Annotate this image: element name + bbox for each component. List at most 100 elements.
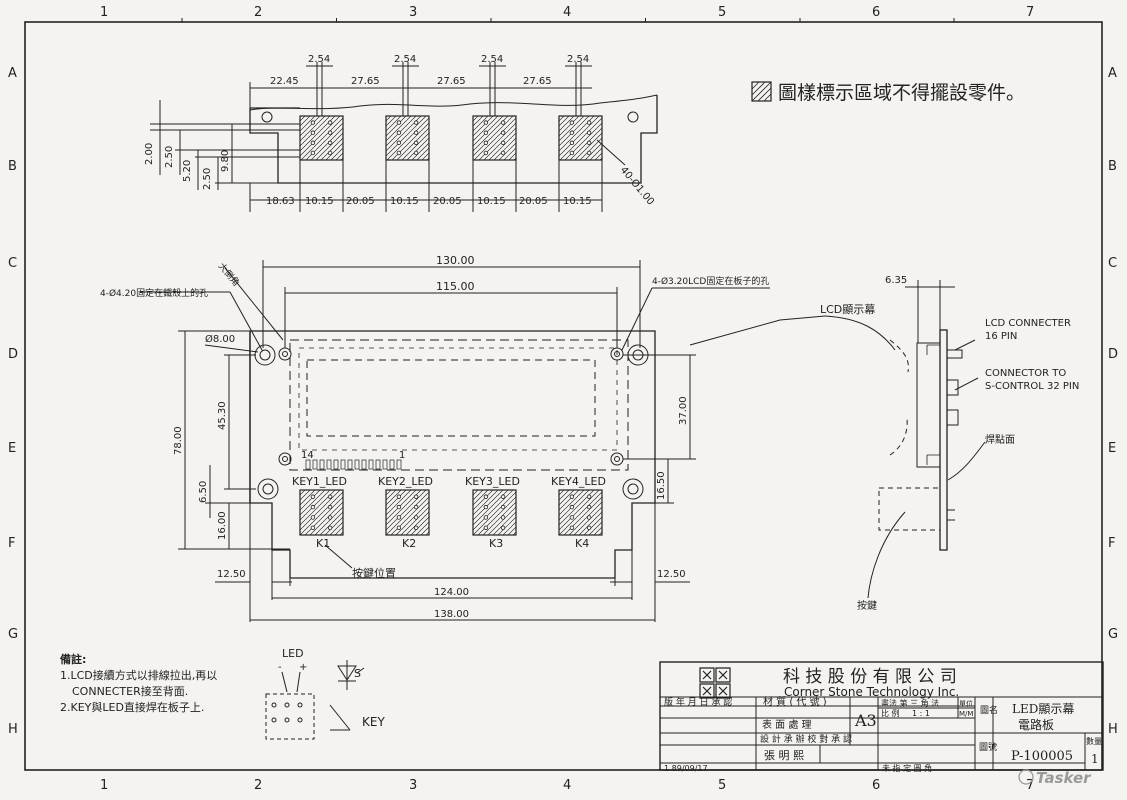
left-dim-2-50b: 2.50 bbox=[202, 168, 213, 190]
pitch-1: 2.54 bbox=[308, 54, 330, 65]
number-label: 圖號 bbox=[979, 741, 997, 753]
pin bbox=[382, 459, 388, 470]
side-view: 6.35 LCD顯示幕 LCD CONNECTER 16 PIN CONNECT… bbox=[689, 275, 1079, 612]
revision-row: 1 89/09/17 bbox=[664, 764, 708, 773]
pin bbox=[319, 459, 325, 470]
projection-method: 畫法 第 三 角 法 bbox=[881, 698, 939, 708]
dim-115: 115.00 bbox=[436, 280, 475, 293]
grid-row-right-H: H bbox=[1108, 722, 1118, 737]
schematic-led-label: LED bbox=[282, 647, 304, 660]
dim-16: 16.00 bbox=[217, 511, 228, 540]
watermark-text: Tasker bbox=[1036, 769, 1092, 787]
surface-label: 表 面 處 理 bbox=[762, 718, 812, 731]
lcd-holes-label: 4-Ø3.20LCD固定在板子的孔 bbox=[652, 275, 769, 287]
notes-line-2: CONNECTER接至背面. bbox=[72, 684, 188, 698]
grid-row-right-D: D bbox=[1108, 347, 1118, 362]
sheet-frame bbox=[24, 21, 1103, 771]
grid-row-right-G: G bbox=[1108, 627, 1118, 642]
qty-value: 1 bbox=[1091, 752, 1099, 766]
top-pad-1 bbox=[299, 115, 344, 161]
grid-row-left-D: D bbox=[8, 347, 18, 362]
led-key-schematic: LED - + S KEY bbox=[265, 647, 385, 740]
pin bbox=[305, 459, 311, 470]
lcd-connector-pins bbox=[305, 459, 402, 470]
pin bbox=[347, 459, 353, 470]
company-name-cn: 科 技 股 份 有 限 公 司 bbox=[783, 667, 957, 687]
qty-label: 數量 bbox=[1086, 736, 1102, 746]
unit-label: 單位 bbox=[959, 699, 973, 708]
pin-1-label: 1 bbox=[399, 450, 405, 461]
top-pad-3 bbox=[472, 115, 517, 161]
dim-6-50: 6.50 bbox=[198, 481, 209, 503]
unit-value: M/M bbox=[959, 710, 973, 718]
key-label-2: K2 bbox=[402, 537, 416, 550]
conn1-line2: 16 PIN bbox=[985, 331, 1017, 342]
notice-text: 圖樣標示區域不得擺設零件。 bbox=[778, 82, 1025, 104]
company-name-en: Corner Stone Technology Inc. bbox=[784, 685, 959, 699]
grid-row-right-C: C bbox=[1108, 256, 1117, 271]
grid-row-right-F: F bbox=[1108, 536, 1115, 551]
notes-line-1: 1.LCD接續方式以排線拉出,再以 bbox=[60, 668, 217, 682]
pin bbox=[340, 459, 346, 470]
left-dim-5-20: 5.20 bbox=[182, 160, 193, 182]
grid-row-left-B: B bbox=[8, 159, 17, 174]
schematic-minus: - bbox=[278, 662, 282, 673]
top-dim-27-65-c: 27.65 bbox=[523, 76, 552, 87]
name-label: 圖名 bbox=[980, 704, 998, 716]
dim-12-50-left: 12.50 bbox=[217, 569, 246, 580]
top-bottom-dim-4: 10.15 bbox=[390, 196, 419, 207]
grid-col-bottom-7: 7 bbox=[1026, 778, 1034, 793]
pin bbox=[396, 459, 402, 470]
schematic-s-label: S bbox=[354, 667, 361, 680]
dim-16-50: 16.50 bbox=[656, 471, 667, 500]
grid-row-right-E: E bbox=[1108, 441, 1116, 456]
scale-value: 1 : 1 bbox=[912, 709, 930, 718]
tolerance-note: 未 指 定 圓 角 bbox=[882, 763, 932, 773]
pitch-3: 2.54 bbox=[481, 54, 503, 65]
grid-col-bottom-6: 6 bbox=[872, 778, 880, 793]
key-pad-2 bbox=[385, 489, 430, 536]
holes-label: 40-Ø1.00 bbox=[618, 164, 657, 207]
schematic-plus: + bbox=[299, 662, 307, 673]
notes-line-3: 2.KEY與LED直接焊在板子上. bbox=[60, 700, 204, 714]
top-bottom-dim-5: 20.05 bbox=[433, 196, 462, 207]
top-pad-4 bbox=[558, 115, 603, 161]
grid-row-right-A: A bbox=[1108, 66, 1117, 81]
top-pad-2 bbox=[385, 115, 430, 161]
pin bbox=[354, 459, 360, 470]
key-label-side: 按鍵 bbox=[857, 599, 877, 612]
schematic-key-label: KEY bbox=[362, 715, 385, 729]
grid-col-top-6: 6 bbox=[872, 5, 880, 20]
solder-label: 焊點面 bbox=[985, 433, 1015, 446]
dia-label: Ø8.00 bbox=[205, 333, 235, 345]
pin bbox=[312, 459, 318, 470]
title-block: 科 技 股 份 有 限 公 司 Corner Stone Technology … bbox=[659, 661, 1104, 773]
grid-row-left-C: C bbox=[8, 256, 17, 271]
pin-14-label: 14 bbox=[301, 450, 314, 461]
grid-col-bottom-3: 3 bbox=[409, 778, 417, 793]
watermark: Tasker bbox=[1018, 769, 1092, 787]
pin bbox=[361, 459, 367, 470]
dim-37: 37.00 bbox=[678, 396, 689, 425]
scale-label: 比 例 bbox=[881, 708, 900, 718]
pin bbox=[333, 459, 339, 470]
hatch-legend-box bbox=[751, 81, 772, 102]
grid-col-top-3: 3 bbox=[409, 5, 417, 20]
dim-12-50-right: 12.50 bbox=[657, 569, 686, 580]
led-label-2: KEY2_LED bbox=[378, 475, 433, 488]
grid-col-top-1: 1 bbox=[100, 5, 108, 20]
top-dim-22-45: 22.45 bbox=[270, 76, 299, 87]
company-logo bbox=[699, 667, 731, 699]
conn1-line1: LCD CONNECTER bbox=[985, 318, 1071, 329]
dim-138: 138.00 bbox=[434, 609, 469, 620]
grid-col-bottom-5: 5 bbox=[718, 778, 726, 793]
front-view: 14 1 KEY1_LEDK1KEY2_LEDK2KEY3_LEDK3KEY4_… bbox=[100, 254, 770, 622]
grid-col-bottom-4: 4 bbox=[563, 778, 571, 793]
side-dim-6-35: 6.35 bbox=[885, 275, 907, 286]
key-pad-1 bbox=[299, 489, 344, 536]
big-holes-label: 4-Ø4.20固定在鐵殼上的孔 bbox=[100, 287, 208, 299]
grid-row-left-A: A bbox=[8, 66, 17, 81]
